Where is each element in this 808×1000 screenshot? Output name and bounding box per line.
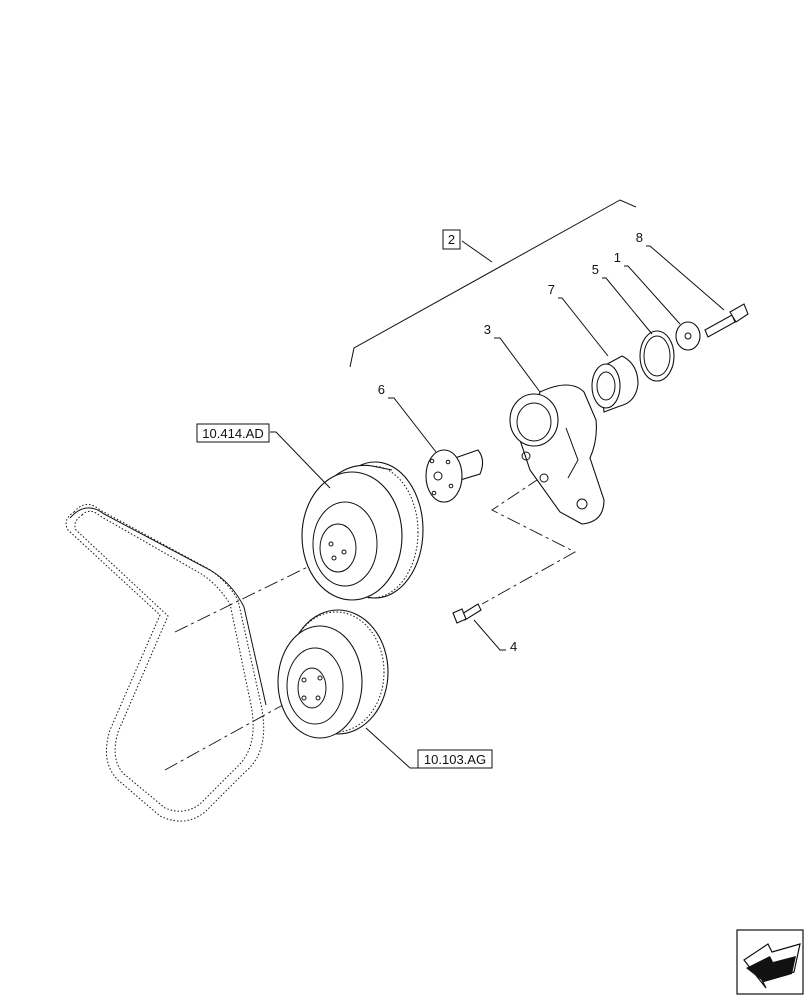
part-1-washer: [675, 321, 701, 351]
svg-text:7: 7: [548, 282, 555, 297]
callout-1[interactable]: 1: [614, 250, 621, 265]
svg-text:10.414.AD: 10.414.AD: [202, 426, 263, 441]
callout-2[interactable]: 2: [442, 229, 461, 250]
leader-lines: [270, 245, 725, 769]
svg-text:3: 3: [484, 322, 491, 337]
callout-8[interactable]: 8: [636, 230, 643, 245]
callout-4[interactable]: 4: [510, 639, 517, 654]
part-7-bearing: [591, 355, 639, 413]
part-4-bolt: [452, 603, 482, 624]
svg-text:6: 6: [378, 382, 385, 397]
callout-5[interactable]: 5: [592, 262, 599, 277]
upper-pulley: [301, 461, 424, 601]
lower-pulley: [277, 609, 389, 739]
svg-text:8: 8: [636, 230, 643, 245]
centerline-bolt: [481, 477, 576, 605]
centerline-upper: [174, 555, 331, 633]
next-page-arrow-icon[interactable]: [736, 929, 804, 995]
svg-text:1: 1: [614, 250, 621, 265]
part-3-tensioner-arm: [509, 384, 605, 525]
reference-10-103-AG[interactable]: 10.103.AG: [417, 749, 493, 769]
callout-6[interactable]: 6: [378, 382, 385, 397]
part-6-hub: [425, 449, 484, 503]
svg-text:10.103.AG: 10.103.AG: [424, 752, 486, 767]
svg-text:2: 2: [448, 232, 455, 247]
part-5-snap-ring: [639, 330, 675, 382]
svg-text:5: 5: [592, 262, 599, 277]
callout-7[interactable]: 7: [548, 282, 555, 297]
group-bracket: [349, 199, 637, 368]
part-8-bolt: [704, 303, 749, 338]
reference-10-414-AD[interactable]: 10.414.AD: [196, 423, 270, 443]
svg-text:4: 4: [510, 639, 517, 654]
belt: [65, 504, 267, 822]
callout-3[interactable]: 3: [484, 322, 491, 337]
